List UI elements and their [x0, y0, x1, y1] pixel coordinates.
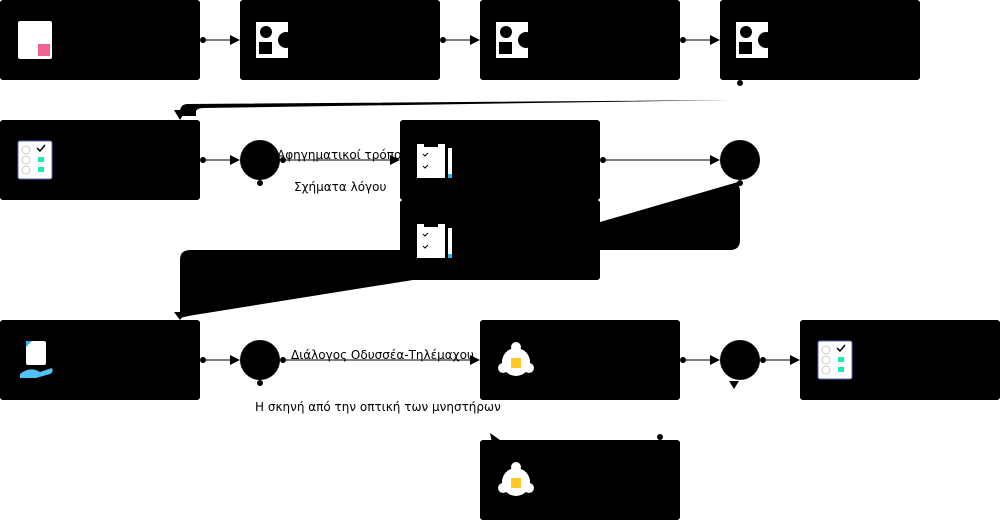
hand-document-icon: [20, 341, 53, 378]
node-2[interactable]: [240, 0, 440, 80]
gateway-4[interactable]: [720, 340, 760, 380]
edge-g1-n6: [280, 155, 400, 165]
node-5[interactable]: [0, 120, 200, 200]
edge-label-dialogue: Διάλογος Οδυσσέα-Τηλέμαχου: [291, 348, 474, 362]
node-7[interactable]: [400, 200, 600, 280]
edge-n4-n5: [174, 80, 743, 120]
edge-g3-n9: [280, 355, 480, 365]
checklist-icon: [17, 140, 53, 180]
shapes-icon: [736, 22, 774, 58]
edge-n3-n4: [680, 35, 720, 45]
node-8[interactable]: [0, 320, 200, 400]
node-10[interactable]: [800, 320, 1000, 400]
clipboard-pencil-icon: [417, 221, 452, 258]
node-11[interactable]: [480, 440, 680, 520]
shapes-icon: [256, 22, 294, 58]
checklist-icon: [817, 340, 853, 380]
document-icon: [18, 21, 52, 59]
edge-label-figures: Σχήματα λόγου: [294, 180, 387, 194]
gateway-1[interactable]: [240, 140, 280, 180]
edge-label-suitors: Η σκηνή από την οπτική των μνηστήρων: [255, 400, 501, 414]
edge-n2-n3: [440, 35, 480, 45]
gateway-3[interactable]: [240, 340, 280, 380]
node-9[interactable]: [480, 320, 680, 400]
edge-n5-g1: [200, 155, 240, 165]
node-6[interactable]: [400, 120, 600, 200]
gateway-2[interactable]: [720, 140, 760, 180]
group-discussion-icon: [498, 462, 534, 496]
edge-g3-n11: [257, 380, 263, 386]
edge-g1-n7: [257, 180, 263, 186]
edge-n1-n2: [200, 35, 240, 45]
edge-n9-g4: [680, 355, 720, 365]
clipboard-pencil-icon: [417, 141, 452, 178]
edge-n8-g3: [200, 355, 240, 365]
edge-n7-g2: [600, 180, 743, 250]
node-3[interactable]: [480, 0, 680, 80]
edge-n6-g2: [600, 155, 720, 165]
group-discussion-icon: [498, 342, 534, 376]
node-1[interactable]: [0, 0, 200, 80]
shapes-icon: [496, 22, 534, 58]
edge-label-narrative: Αφηγηματικοί τρόποι: [277, 148, 406, 162]
edge-g4-n10: [760, 355, 800, 365]
node-4[interactable]: [720, 0, 920, 80]
